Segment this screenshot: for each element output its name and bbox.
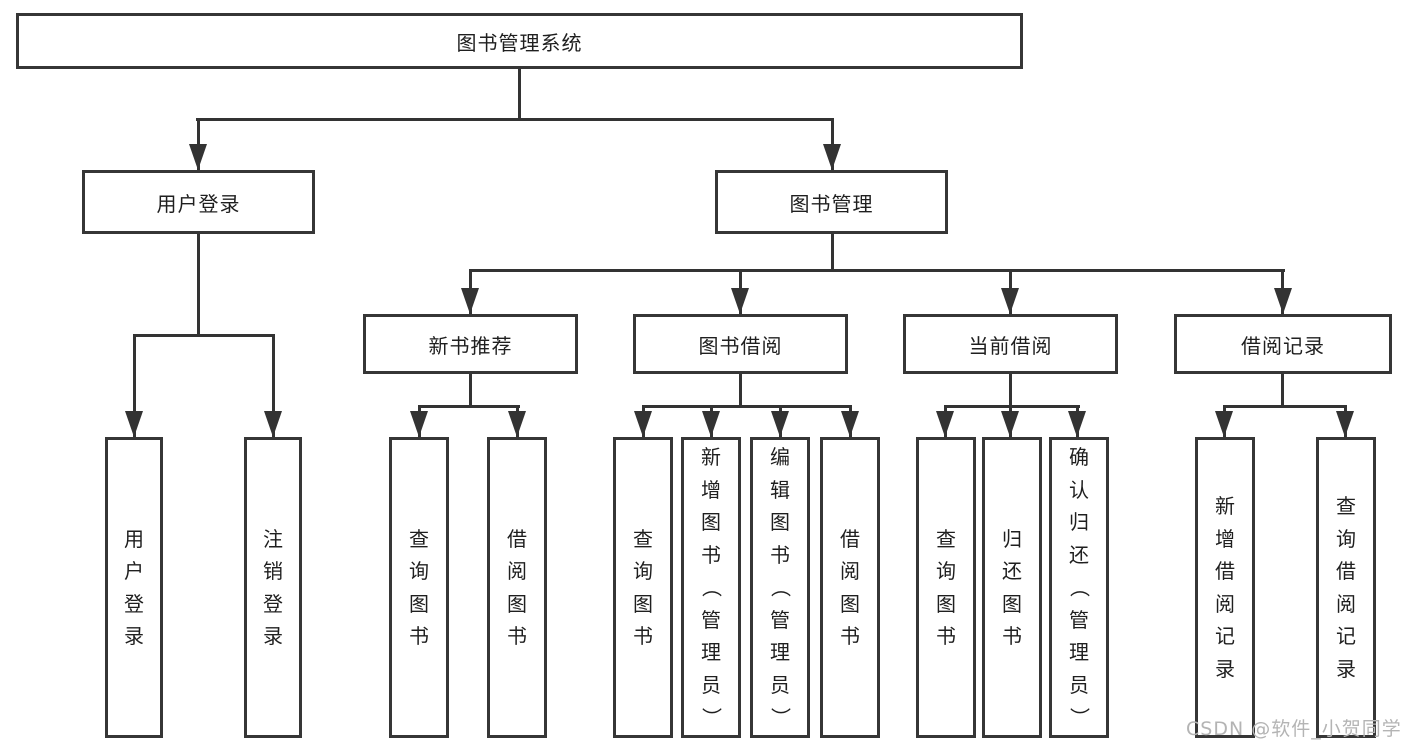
arrowhead-confirm xyxy=(1068,411,1086,437)
connector-mgmt-drop xyxy=(831,232,834,271)
leaf-edit-books-admin: 编辑图书（管理员） xyxy=(750,437,810,738)
connector-level3-rail xyxy=(469,269,1285,272)
arrowhead-q3 xyxy=(936,411,954,437)
node-user-login-label: 用户登录 xyxy=(156,191,241,216)
arrowhead-records xyxy=(1274,288,1292,314)
leaf-add-books-admin: 新增图书（管理员） xyxy=(681,437,741,738)
leaf-user-login: 用户登录 xyxy=(105,437,163,738)
connector-current-drop xyxy=(1009,372,1012,408)
connector-login-rail xyxy=(133,334,275,337)
node-library-system: 图书管理系统 xyxy=(16,13,1023,69)
leaf-borrow-books-borrowing: 借阅图书 xyxy=(820,437,880,738)
connector-records-rail xyxy=(1223,405,1347,408)
connector-current-rail xyxy=(944,405,1080,408)
arrowhead-current xyxy=(1001,288,1019,314)
arrowhead-borrowing xyxy=(731,288,749,314)
connector-login-drop xyxy=(197,232,200,337)
node-borrowing-records-label: 借阅记录 xyxy=(1241,333,1325,358)
leaf-query-borrow-record: 查询借阅记录 xyxy=(1316,437,1376,738)
arrowhead-q-record xyxy=(1336,411,1354,437)
arrowhead-return xyxy=(1001,411,1019,437)
node-book-management: 图书管理 xyxy=(715,170,948,234)
arrowhead-q1 xyxy=(410,411,428,437)
node-current-borrowing-label: 当前借阅 xyxy=(968,333,1053,358)
arrowhead-b1 xyxy=(508,411,526,437)
arrowhead-leaf-login xyxy=(125,411,143,437)
node-borrowing-records: 借阅记录 xyxy=(1174,314,1392,374)
arrowhead-leaf-logout xyxy=(264,411,282,437)
connector-borrowing-drop xyxy=(739,372,742,408)
connector-root-drop xyxy=(518,69,521,121)
connector-newbook-drop xyxy=(469,372,472,408)
node-library-system-label: 图书管理系统 xyxy=(456,30,583,55)
arrowhead-q2 xyxy=(634,411,652,437)
arrowhead-add-book xyxy=(702,411,720,437)
node-user-login: 用户登录 xyxy=(82,170,315,234)
connector-shaft-leaf-login xyxy=(133,334,136,437)
arrowhead-add-record xyxy=(1215,411,1233,437)
node-book-borrowing: 图书借阅 xyxy=(633,314,848,374)
arrowhead-book-mgmt xyxy=(823,144,841,170)
csdn-watermark: CSDN @软件_小贺同学 xyxy=(1186,718,1402,740)
leaf-add-borrow-record: 新增借阅记录 xyxy=(1195,437,1255,738)
arrowhead-edit-book xyxy=(771,411,789,437)
leaf-query-books-recommend: 查询图书 xyxy=(389,437,449,738)
node-new-book-recommend: 新书推荐 xyxy=(363,314,578,374)
connector-newbook-rail xyxy=(418,405,520,408)
leaf-query-books-current: 查询图书 xyxy=(916,437,976,738)
leaf-borrow-books-recommend: 借阅图书 xyxy=(487,437,547,738)
arrowhead-new-book xyxy=(461,288,479,314)
node-new-book-recommend-label: 新书推荐 xyxy=(428,333,513,358)
node-book-borrowing-label: 图书借阅 xyxy=(698,333,783,358)
node-current-borrowing: 当前借阅 xyxy=(903,314,1118,374)
arrowhead-b2 xyxy=(841,411,859,437)
leaf-return-books: 归还图书 xyxy=(982,437,1042,738)
connector-level2-rail xyxy=(196,118,834,121)
leaf-query-books-borrowing: 查询图书 xyxy=(613,437,673,738)
leaf-confirm-return-admin: 确认归还（管理员） xyxy=(1049,437,1109,738)
connector-shaft-leaf-logout xyxy=(272,334,275,437)
connector-records-drop xyxy=(1281,372,1284,408)
connector-borrowing-rail xyxy=(642,405,852,408)
node-book-management-label: 图书管理 xyxy=(789,191,874,216)
leaf-logout: 注销登录 xyxy=(244,437,302,738)
arrowhead-user-login xyxy=(189,144,207,170)
